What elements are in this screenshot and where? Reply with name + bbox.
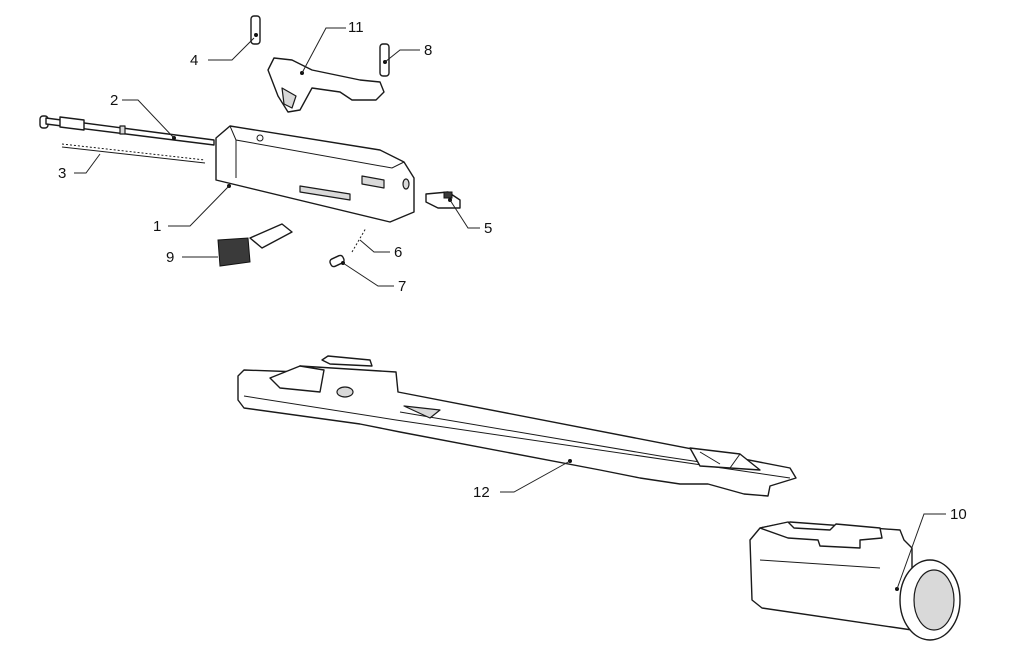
part-5-latch <box>425 191 461 209</box>
callout-5: 5 <box>484 220 492 237</box>
part-1-bolt-carrier <box>215 125 415 223</box>
callout-labels: 4 11 8 2 3 1 5 6 7 9 12 10 <box>58 19 967 523</box>
callout-2: 2 <box>110 92 118 109</box>
part-12-rail <box>237 355 797 497</box>
callout-11: 11 <box>348 19 364 36</box>
callout-12: 12 <box>473 484 490 501</box>
callout-9: 9 <box>166 249 174 266</box>
callout-8: 8 <box>424 42 432 59</box>
callout-4: 4 <box>190 52 198 69</box>
leader-lines <box>74 27 946 590</box>
part-8-pin <box>379 43 390 77</box>
callout-7: 7 <box>398 278 406 295</box>
callout-10: 10 <box>950 506 967 523</box>
callout-3: 3 <box>58 165 66 182</box>
part-7-screw <box>329 254 345 268</box>
part-11-lever <box>267 57 385 113</box>
part-4-pin <box>250 15 261 45</box>
part-6-spring <box>351 227 367 253</box>
part-10-barrel-block <box>749 521 961 641</box>
part-3-spring <box>61 143 206 164</box>
callout-1: 1 <box>153 218 161 235</box>
part-9-button <box>217 223 293 267</box>
callout-6: 6 <box>394 244 402 261</box>
part-2-guide-rod <box>39 115 215 146</box>
